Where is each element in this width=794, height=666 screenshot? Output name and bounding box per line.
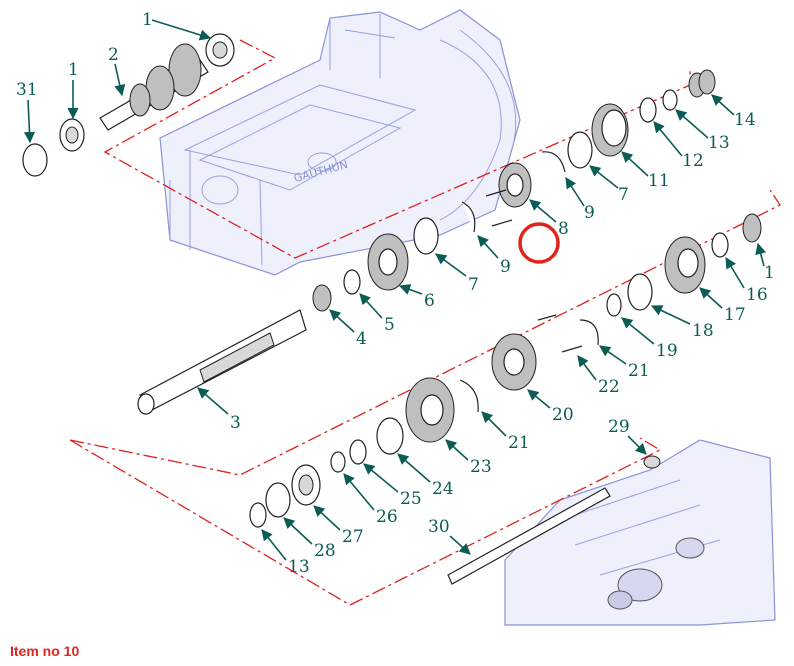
- callout-27: 27: [342, 527, 364, 547]
- part-31-snap-ring: [22, 143, 48, 177]
- part-16-washer: [711, 232, 729, 258]
- callout-21-upper: 21: [628, 361, 650, 381]
- callout-22: 22: [598, 377, 620, 397]
- callout-23: 23: [470, 457, 492, 477]
- part-12-washer: [639, 97, 657, 123]
- callout-1-top: 1: [142, 10, 153, 30]
- callout-25: 25: [400, 489, 422, 509]
- part-10-key-pins: [485, 189, 513, 227]
- part-1-bearing-top: [205, 33, 235, 67]
- callout-18: 18: [692, 321, 714, 341]
- part-2-input-shaft: [99, 43, 209, 131]
- part-25-washer: [349, 439, 367, 465]
- callout-8: 8: [558, 219, 569, 239]
- item-caption: Item no 10: [10, 643, 80, 659]
- callout-13-upper: 13: [708, 133, 730, 153]
- callout-17: 17: [724, 305, 746, 325]
- callout-20: 20: [552, 405, 574, 425]
- callouts: 1 2 31 1 14 13 12 11 7 9 8 9 7 6 5 4: [16, 10, 775, 577]
- highlight-circle: [518, 222, 560, 264]
- callout-3: 3: [230, 413, 241, 433]
- callout-24: 24: [432, 479, 454, 499]
- part-11-synchro-sleeve: [591, 103, 629, 157]
- callout-6: 6: [424, 291, 435, 311]
- part-3-main-shaft: [137, 309, 307, 415]
- part-7-synchro-ring-upper: [567, 131, 593, 169]
- part-9-circlip-lower: [461, 201, 476, 233]
- callout-16: 16: [746, 285, 768, 305]
- part-4-needle-bearing: [312, 284, 332, 312]
- part-6-gear: [367, 233, 409, 291]
- callout-2: 2: [108, 45, 119, 65]
- part-21-circlip-lower: [459, 379, 479, 413]
- part-13-snap-ring-lower: [249, 502, 267, 528]
- callout-7-lower: 7: [468, 275, 479, 295]
- callout-1-right: 1: [764, 263, 775, 283]
- part-23-gear: [405, 377, 455, 443]
- part-22-keys: [537, 314, 583, 353]
- callout-9-lower: 9: [500, 257, 511, 277]
- part-7-synchro-ring-lower: [413, 217, 439, 255]
- gearbox-assembly-thumbnail: [504, 439, 776, 626]
- callout-19: 19: [656, 341, 678, 361]
- part-28-ring: [265, 482, 291, 518]
- callout-4: 4: [356, 329, 367, 349]
- part-26-snap-ring: [330, 451, 346, 473]
- part-5-washer: [343, 269, 361, 295]
- part-29-bushing: [643, 455, 661, 469]
- part-18-synchro-ring: [627, 273, 653, 311]
- part-24-synchro-ring: [376, 417, 404, 455]
- part-13-snap-ring: [662, 89, 678, 111]
- exploded-gearbox-diagram: GAUTHUN: [16, 9, 781, 626]
- callout-26: 26: [376, 507, 398, 527]
- part-8-hub: [498, 162, 532, 208]
- transmission-housing: GAUTHUN: [159, 9, 521, 276]
- callout-31: 31: [16, 80, 38, 100]
- callout-28: 28: [314, 541, 336, 561]
- part-30-shaft: [447, 487, 611, 585]
- part-21-circlip-upper: [579, 319, 599, 346]
- part-1-bearing-left: [59, 118, 85, 152]
- callout-14: 14: [734, 110, 756, 130]
- part-14-needle-bearing: [688, 69, 716, 98]
- callout-1-left: 1: [68, 60, 79, 80]
- part-27-bearing: [291, 464, 321, 506]
- part-9-circlip-upper: [541, 151, 566, 173]
- callout-29: 29: [608, 417, 630, 437]
- callout-5: 5: [384, 315, 395, 335]
- callout-11: 11: [648, 171, 670, 191]
- callout-9-upper: 9: [584, 203, 595, 223]
- callout-7-upper: 7: [618, 185, 629, 205]
- part-17-gear: [664, 236, 706, 294]
- part-1-needle-bearing-right: [742, 213, 762, 243]
- part-20-synchro-hub: [491, 333, 537, 391]
- callout-13-lower: 13: [288, 557, 310, 577]
- part-19-washer: [606, 293, 622, 317]
- callout-12: 12: [682, 151, 704, 171]
- callout-21-lower: 21: [508, 433, 530, 453]
- callout-30: 30: [428, 517, 450, 537]
